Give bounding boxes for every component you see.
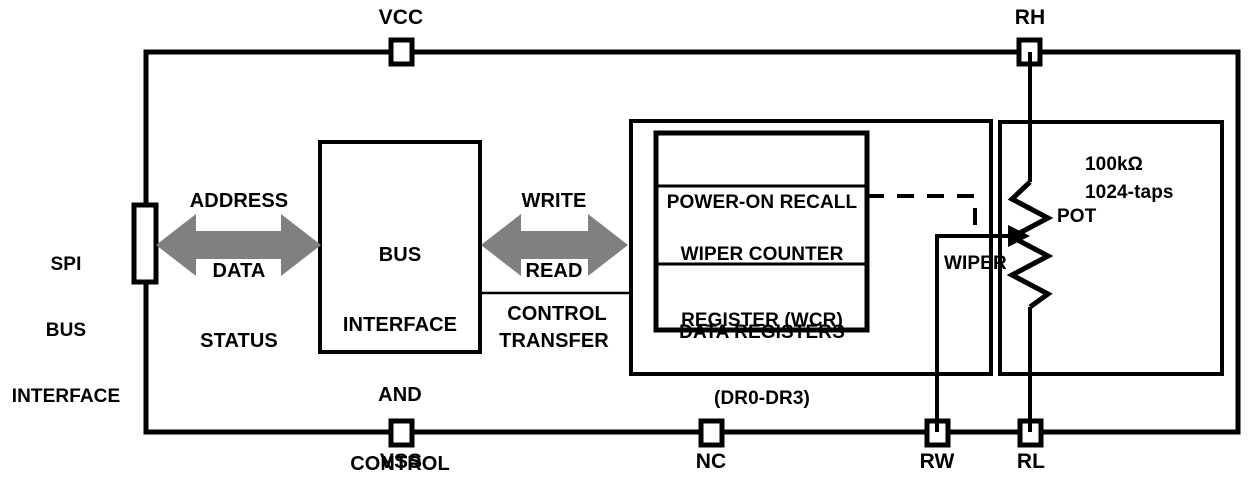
pot-resistance-label: 100kΩ (1085, 154, 1144, 175)
pin-label-rl: RL (1016, 450, 1046, 473)
write-read-transfer-label: WRITE READ TRANSFER (474, 144, 634, 399)
bus-block-line-4: CONTROL (350, 453, 450, 476)
pin-label-nc: NC (695, 450, 727, 473)
bus-interface-and-control-block[interactable] (318, 140, 482, 354)
wire-rw-wiper (935, 225, 1030, 432)
pin-nc[interactable] (698, 418, 725, 448)
register-2-line-1: DATA REGISTERS (679, 322, 845, 344)
wcr-to-wiper-dashed-link (867, 194, 977, 232)
bus-block-label: BUS INTERFACE AND CONTROL (321, 198, 479, 480)
pot-name-label: POT (1057, 206, 1097, 227)
register-1-line-1: WIPER COUNTER (680, 244, 844, 266)
register-row-power-on-recall: POWER-ON RECALL (658, 148, 867, 258)
pin-label-rw: RW (919, 450, 955, 473)
control-line-label: CONTROL (507, 303, 607, 325)
address-data-status-arrow (156, 214, 321, 276)
pot-taps-label: 1024-taps (1085, 182, 1174, 203)
register-2-line-2: (DR0-DR3) (714, 388, 810, 410)
device-outline (143, 49, 1241, 435)
pin-vcc[interactable] (388, 37, 415, 67)
spi-label-line-2: BUS (45, 320, 87, 342)
pin-label-vss: VSS (379, 450, 423, 473)
transfer-arrow-line-3: TRANSFER (499, 329, 609, 352)
register-stack[interactable] (653, 130, 870, 333)
bus-block-line-3: AND (378, 383, 422, 406)
pin-vss[interactable] (388, 418, 415, 448)
pin-label-vcc: VCC (378, 6, 424, 29)
transfer-arrow-line-2: READ (525, 259, 583, 282)
pin-spi-bus[interactable] (131, 202, 159, 285)
write-read-transfer-arrow (481, 214, 628, 276)
register-1-line-2: REGISTER (WCR) (681, 310, 843, 332)
bus-arrow-line-2: DATA (212, 259, 266, 282)
register-0-line-1: POWER-ON RECALL (666, 192, 858, 214)
pot-block-frame[interactable] (998, 120, 1224, 376)
spi-label-line-3: INTERFACE (11, 386, 121, 408)
transfer-arrow-line-1: WRITE (521, 190, 587, 213)
bus-block-line-2: INTERFACE (342, 313, 458, 336)
bus-arrow-line-1: ADDRESS (189, 190, 289, 213)
pin-label-rh: RH (1014, 6, 1046, 29)
register-row-wiper-counter-register: WIPER COUNTER REGISTER (WCR) (658, 200, 867, 376)
bus-arrow-line-3: STATUS (200, 329, 278, 352)
register-row-data-registers: DATA REGISTERS (DR0-DR3) (658, 278, 867, 454)
bus-block-line-1: BUS (378, 244, 422, 267)
spi-bus-interface-label: SPI BUS INTERFACE (0, 210, 132, 452)
potentiometer-resistor-symbol (1006, 180, 1054, 310)
spi-label-line-1: SPI (50, 254, 82, 276)
wiper-label: WIPER (944, 253, 1007, 274)
address-data-status-label: ADDRESS DATA STATUS (154, 144, 324, 399)
